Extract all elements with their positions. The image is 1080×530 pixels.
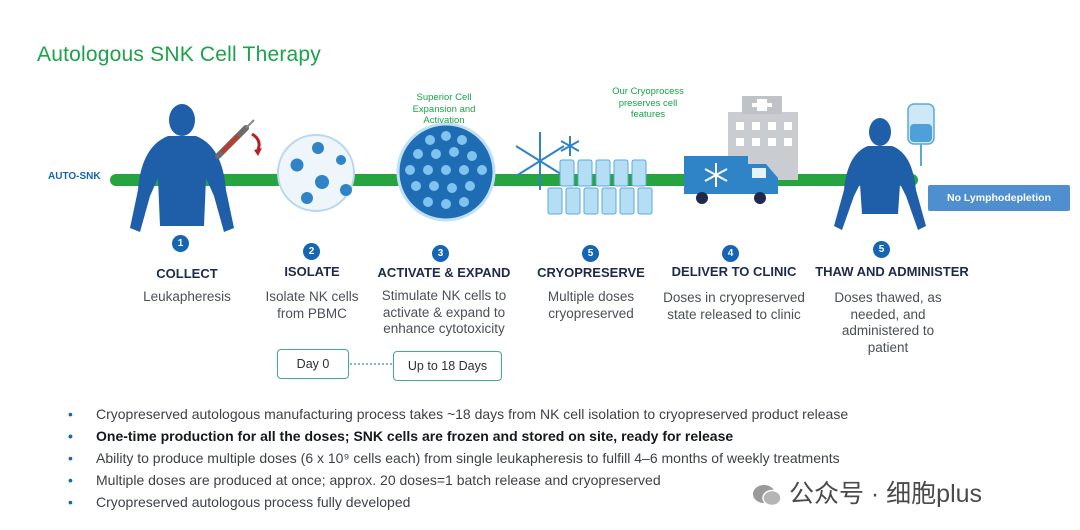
step-3-number: 3	[432, 245, 449, 262]
isolated-cells-icon	[277, 134, 355, 212]
delivery-truck-icon	[684, 156, 778, 204]
dose-vials-icon	[547, 159, 653, 215]
timeline-start-box: Day 0	[277, 349, 349, 379]
timeline-end-box: Up to 18 Days	[393, 351, 502, 381]
list-item: •Multiple doses are produced at once; ap…	[68, 469, 848, 491]
bullet-icon: •	[68, 450, 73, 466]
step-4-desc: Multiple doses cryopreserved	[547, 289, 635, 321]
syringe-icon	[215, 119, 262, 159]
expanded-cells-icon	[396, 122, 496, 222]
timeline-connector	[350, 363, 392, 365]
step-6-title: THAW AND ADMINISTER	[815, 264, 969, 279]
step-5-desc: Doses in cryopreserved state released to…	[663, 290, 805, 322]
step-4-title: CRYOPRESERVE	[537, 265, 645, 280]
process-illustrations	[130, 96, 935, 232]
step-4-number: 5	[582, 245, 599, 262]
list-item: •One-time production for all the doses; …	[68, 425, 848, 447]
step-1-title: COLLECT	[156, 266, 218, 281]
cryo-note: Our Cryoprocess preserves cell features	[612, 86, 684, 120]
bullet-icon: •	[68, 406, 73, 422]
list-item: •Cryopreserved autologous process fully …	[68, 491, 848, 513]
iv-bag-icon	[907, 103, 935, 166]
bullet-icon: •	[68, 472, 73, 488]
step-1-desc: Leukapheresis	[143, 289, 231, 304]
list-item: •Cryopreserved autologous manufacturing …	[68, 403, 848, 425]
track-label: AUTO-SNK	[48, 171, 101, 182]
bullet-icon: •	[68, 428, 73, 444]
watermark-text: 公众号 · 细胞plus	[788, 480, 983, 508]
step-2-number: 2	[303, 243, 320, 260]
list-item: •Ability to produce multiple doses (6 x …	[68, 447, 848, 469]
key-points-list: •Cryopreserved autologous manufacturing …	[68, 403, 848, 513]
diagram-title: Autologous SNK Cell Therapy	[37, 43, 321, 66]
no-lymphodepletion-badge: No Lymphodepletion	[928, 185, 1070, 211]
step-1-number: 1	[172, 235, 189, 252]
step-2-desc: Isolate NK cells from PBMC	[265, 289, 359, 321]
step-5-number: 4	[722, 245, 739, 262]
watermark: 公众号 · 细胞plus	[752, 474, 982, 510]
snowflake-icon	[515, 132, 580, 190]
step-3-desc: Stimulate NK cells to activate & expand …	[381, 288, 507, 336]
collect-person-icon	[130, 104, 234, 232]
patient-person-icon	[834, 118, 926, 230]
step-6-number: 5	[873, 241, 890, 258]
step-3-title: ACTIVATE & EXPAND	[377, 265, 511, 280]
step-6-desc: Doses thawed, as needed, and administere…	[834, 290, 942, 355]
wechat-logo-icon	[753, 485, 782, 507]
bullet-icon: •	[68, 494, 73, 510]
activate-note: Superior Cell Expansion and Activation	[412, 92, 476, 126]
step-2-title: ISOLATE	[284, 264, 340, 279]
step-5-title: DELIVER TO CLINIC	[671, 264, 797, 279]
